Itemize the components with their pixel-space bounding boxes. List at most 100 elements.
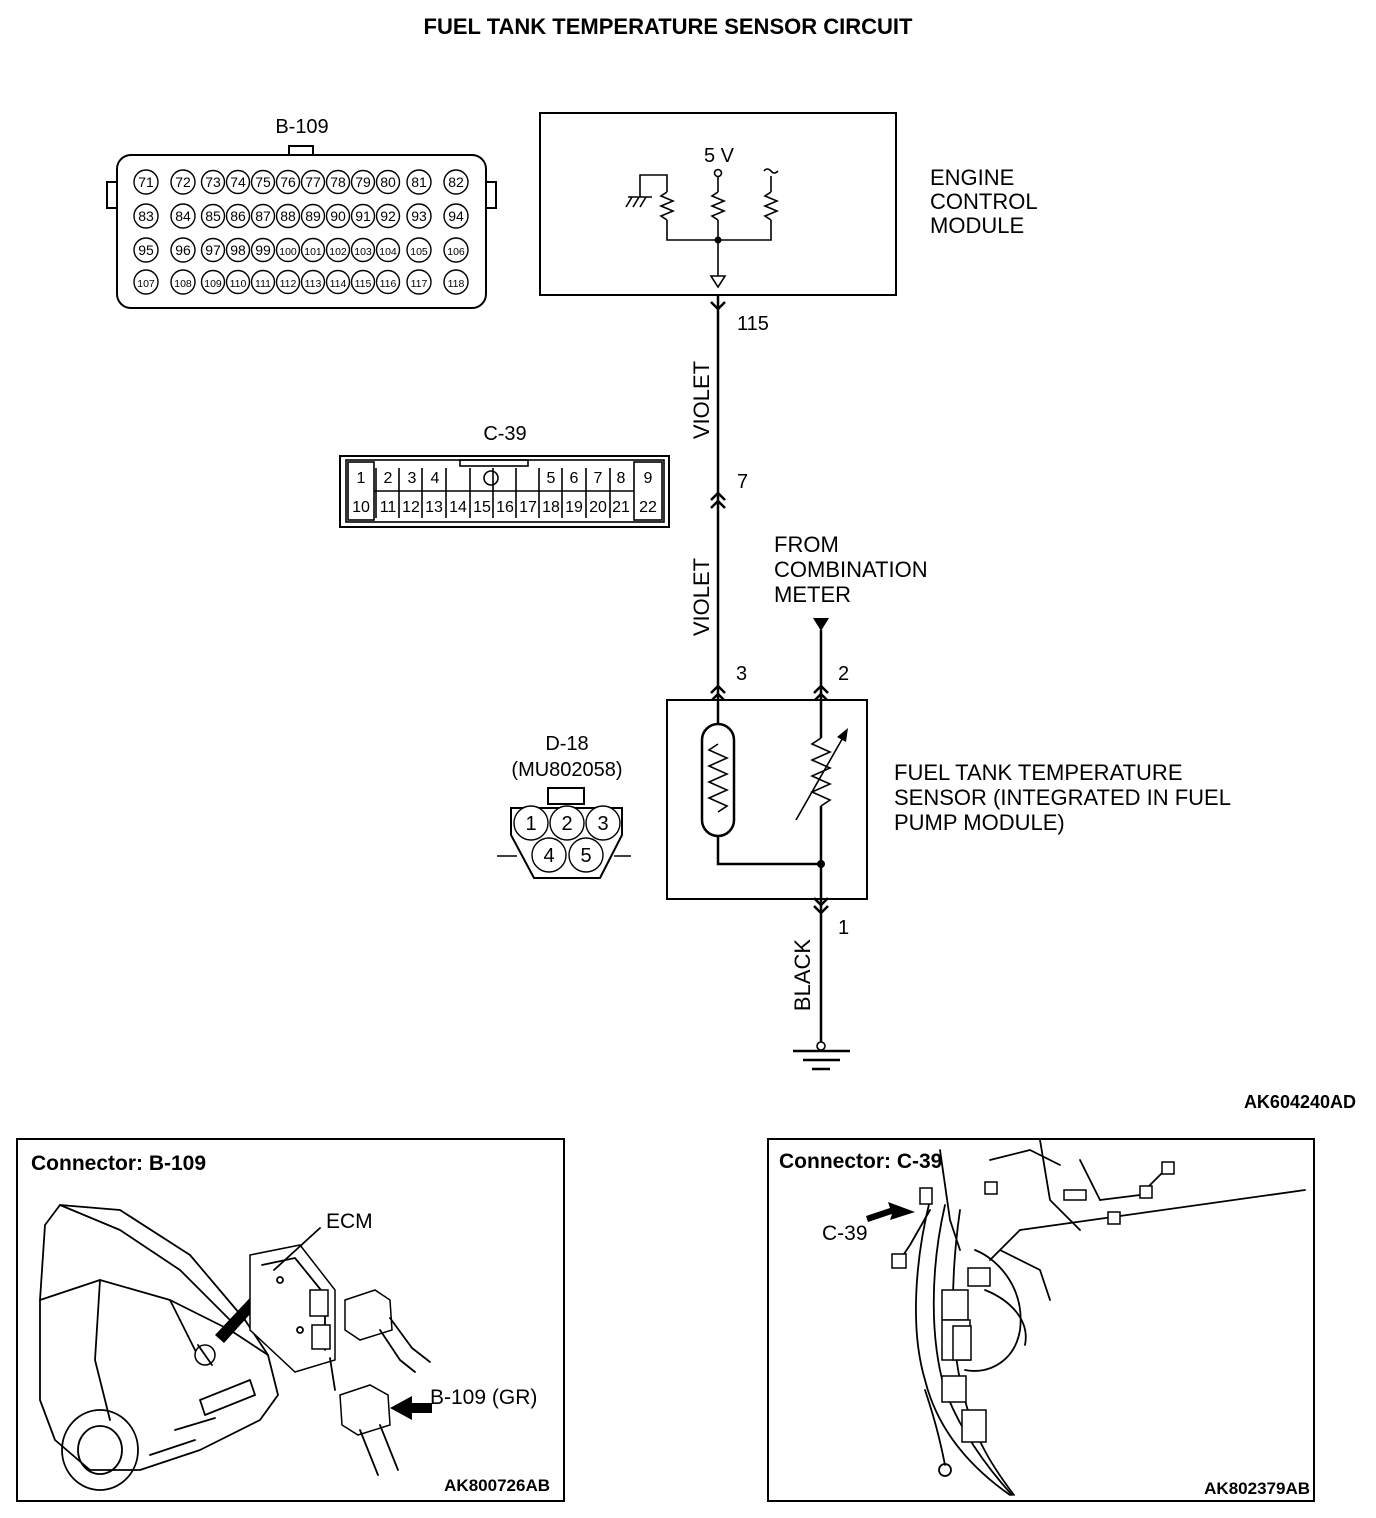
- c39-pin-label: 4: [431, 470, 440, 487]
- b109-pin-label: 102: [329, 246, 347, 258]
- b109-pin-label: 91: [355, 208, 371, 224]
- b109-pin: [350, 237, 376, 263]
- meter-label-line2: COMBINATION: [774, 557, 928, 582]
- b109-pin-label: 86: [230, 208, 246, 224]
- b109-pin: [225, 269, 251, 295]
- b109-pin-label: 111: [255, 278, 271, 290]
- sensor-pin-3: 3: [736, 663, 747, 685]
- d18-pin-label: 5: [580, 845, 591, 867]
- b109-pin: [275, 237, 301, 263]
- c39-pin-label: 16: [496, 499, 514, 516]
- connector-c39-label: C-39: [483, 423, 526, 445]
- c39-pin-label: 20: [589, 499, 607, 516]
- b109-pin-label: 103: [354, 246, 372, 258]
- b109-pin: [375, 203, 401, 229]
- b109-pin: [250, 269, 276, 295]
- panel-b109-ecm-label: ECM: [326, 1210, 373, 1233]
- b109-pin-label: 85: [205, 208, 221, 224]
- b109-pin: [350, 169, 376, 195]
- b109-pin-label: 90: [330, 208, 346, 224]
- c39-pin-number: 7: [737, 471, 748, 493]
- diagram-title: FUEL TANK TEMPERATURE SENSOR CIRCUIT: [424, 14, 913, 39]
- harness-illustration: C-39: [822, 1139, 1306, 1496]
- b109-pin: [350, 203, 376, 229]
- b109-pin-label: 118: [448, 278, 465, 290]
- b109-pin: [133, 169, 159, 195]
- d18-pin: [549, 805, 585, 841]
- d18-pin: [585, 805, 621, 841]
- b109-pin: [406, 237, 432, 263]
- b109-pin-label: 117: [411, 278, 428, 290]
- b109-pin-label: 78: [330, 174, 346, 190]
- b109-pin: [300, 237, 326, 263]
- c39-pin-label: 17: [519, 499, 537, 516]
- b109-pin-label: 112: [280, 278, 297, 290]
- b109-pin-label: 75: [255, 174, 271, 190]
- c39-pin-label: 15: [473, 499, 491, 516]
- b109-pin-label: 106: [447, 246, 465, 258]
- b109-pin-label: 80: [380, 174, 396, 190]
- b109-pin-label: 115: [355, 278, 372, 290]
- sensor-label-line3: PUMP MODULE): [894, 810, 1065, 835]
- b109-pin-label: 101: [304, 246, 322, 258]
- connector-d18-part-number: (MU802058): [511, 759, 622, 781]
- c39-pin-label: 21: [612, 499, 630, 516]
- b109-pin-label: 104: [379, 246, 397, 258]
- b109-pin: [200, 169, 226, 195]
- c39-pin-label: 22: [639, 499, 657, 516]
- c39-pin-label: 18: [542, 499, 560, 516]
- b109-pin-label: 98: [230, 242, 246, 258]
- b109-pin-label: 97: [205, 242, 221, 258]
- b109-pin-label: 108: [174, 278, 192, 290]
- panel-connector-b109: Connector: B-109 ECM: [16, 1138, 565, 1502]
- b109-pin: [200, 203, 226, 229]
- ecm-pin-number: 115: [737, 313, 769, 335]
- connector-d18-label: D-18: [545, 733, 588, 755]
- b109-pin: [406, 269, 432, 295]
- c39-pin-label: 1: [357, 470, 366, 487]
- b109-pin-label: 95: [138, 242, 154, 258]
- b109-pin-label: 110: [230, 278, 247, 290]
- c39-pin-label: 6: [570, 470, 579, 487]
- d18-pin: [568, 837, 604, 873]
- c39-pin-label: 14: [449, 499, 467, 516]
- c39-pin-label: 8: [617, 470, 626, 487]
- b109-pin: [250, 169, 276, 195]
- b109-pin-label: 77: [305, 174, 321, 190]
- c39-pin-label: 5: [547, 470, 556, 487]
- ecm-label-line2: CONTROL: [930, 189, 1038, 214]
- b109-pin: [250, 203, 276, 229]
- b109-pin-label: 87: [255, 208, 271, 224]
- b109-pin: [170, 169, 196, 195]
- c39-pin-label: 9: [644, 470, 653, 487]
- b109-pin-label: 105: [410, 246, 428, 258]
- b109-pin: [325, 169, 351, 195]
- wire-color-lower: VIOLET: [689, 558, 714, 636]
- b109-pin: [443, 269, 469, 295]
- ecm-label-line1: ENGINE: [930, 165, 1014, 190]
- b109-pin-label: 113: [305, 278, 322, 290]
- b109-pin: [325, 203, 351, 229]
- b109-pin-label: 99: [255, 242, 271, 258]
- b109-pin: [275, 169, 301, 195]
- d18-pin: [531, 837, 567, 873]
- ecm-supply-label: 5 V: [704, 145, 735, 167]
- c39-pin-label: 11: [380, 499, 397, 516]
- b109-pin: [225, 169, 251, 195]
- d18-pin-label: 1: [525, 813, 536, 835]
- b109-pin: [325, 269, 351, 295]
- ground-wire: 1 BLACK: [790, 897, 850, 1071]
- b109-pin: [225, 203, 251, 229]
- b109-pin-label: 79: [355, 174, 371, 190]
- b109-pin-label: 116: [380, 278, 397, 290]
- meter-label-line1: FROM: [774, 532, 839, 557]
- fuel-tank-temperature-sensor: FUEL TANK TEMPERATURE SENSOR (INTEGRATED…: [666, 699, 1231, 900]
- b109-pin: [275, 269, 301, 295]
- signal-wire: 115 VIOLET 7 VIOLET 3: [689, 296, 769, 702]
